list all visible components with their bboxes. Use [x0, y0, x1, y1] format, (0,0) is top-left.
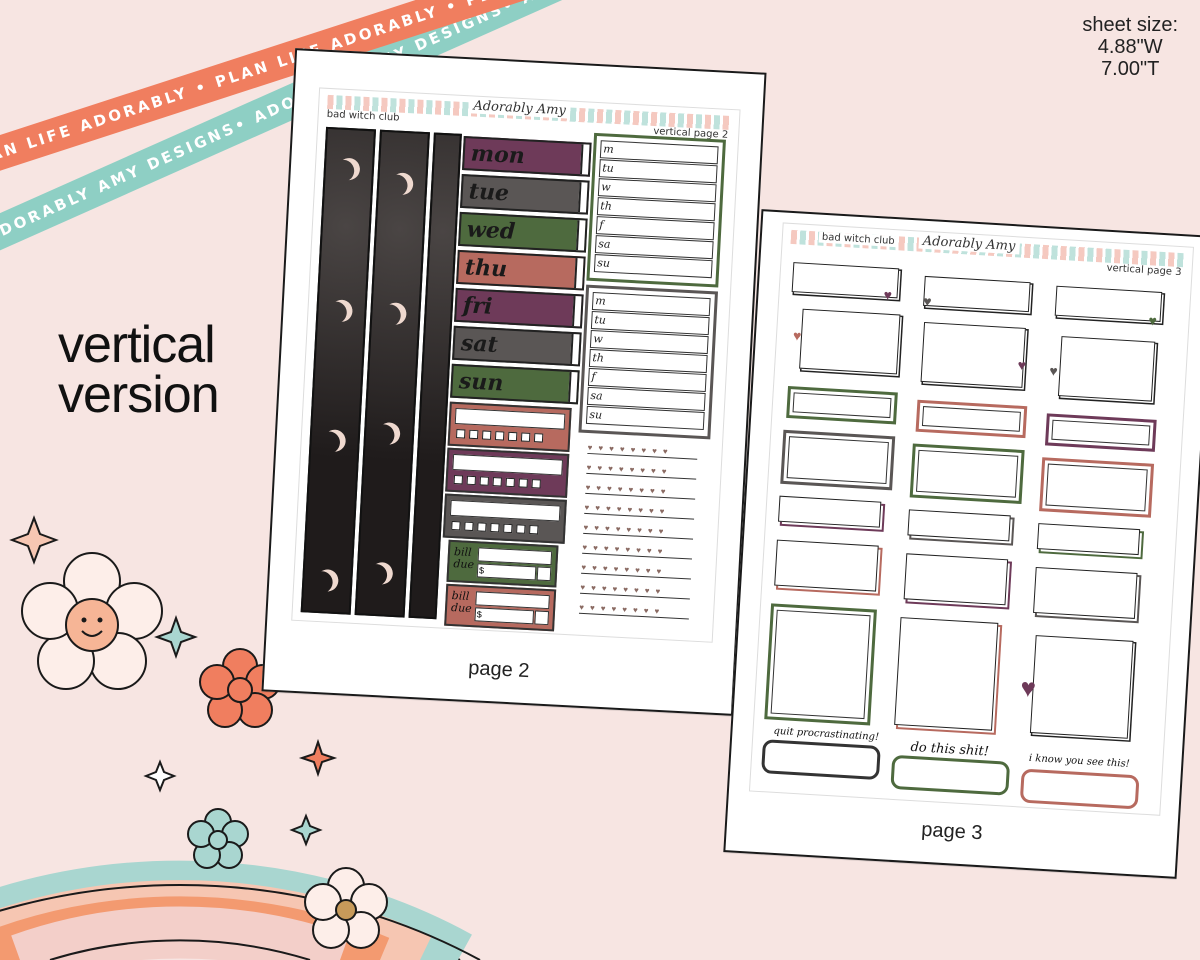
large-sketch-box-sticker [1029, 635, 1134, 739]
white-flower-icon [304, 867, 388, 949]
sketch-box-sticker [1054, 285, 1163, 322]
heart-row: ♥♥♥♥♥♥♥♥ [578, 602, 690, 620]
grid-frame-sticker [909, 443, 1025, 505]
sheet-height: 7.00"T [1101, 58, 1160, 80]
large-grid-frame-sticker [764, 603, 877, 726]
weekly-list-sticker: m tu w th f sa su [586, 132, 726, 288]
day-text: fri [462, 292, 494, 320]
moon-icon [314, 567, 341, 594]
moon-icon [388, 170, 415, 197]
heart-icon: ♥ [922, 292, 933, 310]
heart-icon: ♥ [1019, 672, 1037, 704]
sparkle-icon [154, 615, 198, 659]
day-label-sticker: wed [458, 211, 588, 253]
sticker-sheet-page-2: Adorably Amy bad witch club vertical pag… [291, 87, 741, 643]
offset-box-sticker [777, 495, 882, 528]
sheet-size-info: sheet size: 4.88"W 7.00"T [1082, 14, 1178, 80]
weekly-list-sticker: m tu w th f sa su [578, 284, 719, 440]
offset-box-sticker [1033, 566, 1138, 619]
bill-due-label: bill due [453, 545, 475, 572]
heart-icon: ♥ [1048, 362, 1059, 379]
dollar-sign: $ [476, 563, 537, 581]
heart-row: ♥♥♥♥♥♥♥♥ [587, 442, 698, 460]
moon-icon [328, 297, 355, 324]
grid-frame-sticker [1044, 413, 1157, 452]
day-text: wed [466, 216, 516, 245]
offset-box-sticker [1036, 523, 1141, 556]
sketch-box-sticker [1057, 336, 1156, 402]
heart-icon: ♥ [883, 286, 893, 303]
day-label-sticker: thu [456, 249, 586, 291]
offset-box-sticker [903, 553, 1009, 606]
day-label-sticker: tue [460, 173, 590, 215]
banner-i-know-you-see-this: i know you see this! [1028, 752, 1130, 770]
heart-row: ♥♥♥♥♥♥♥♥ [582, 542, 693, 560]
day-text: sun [458, 368, 504, 397]
grid-frame-sticker [786, 385, 898, 425]
bill-due-label: bill due [450, 589, 473, 616]
habit-tracker-sticker [442, 493, 567, 544]
sticker-sheet-page-3: Adorably Amy bad witch club vertical pag… [748, 222, 1195, 816]
grid-frame-sticker [915, 399, 1028, 439]
offset-box-sticker [907, 509, 1011, 542]
moon-icon [382, 300, 409, 327]
bill-due-sticker: bill due $ [444, 583, 557, 632]
offset-box-sticker [774, 539, 879, 592]
teal-flower-icon [187, 808, 249, 869]
moon-icon [375, 420, 402, 447]
bill-due-sticker: bill due $ [446, 539, 559, 588]
sketch-box-sticker [799, 308, 901, 375]
habit-tracker-sticker [447, 401, 572, 452]
heart-row: ♥♥♥♥♥♥♥♥ [584, 502, 695, 520]
sparkle-icon [289, 813, 323, 847]
pill-label-sticker [1019, 768, 1140, 810]
smiley-flower-icon [21, 552, 163, 690]
day-text: thu [464, 254, 508, 283]
day-text: tue [468, 178, 510, 207]
day-text: sat [460, 330, 499, 359]
version-line-1: vertical [58, 316, 216, 374]
grid-frame-sticker [780, 429, 896, 491]
pill-label-sticker [890, 754, 1011, 796]
pill-label-sticker [761, 739, 881, 781]
grid-frame-sticker [1039, 457, 1155, 518]
sticker-sheet-card-page-3[interactable]: Adorably Amy bad witch club vertical pag… [723, 209, 1200, 879]
heart-row: ♥♥♥♥♥♥♥♥ [581, 562, 692, 580]
day-label-sticker: mon [462, 136, 592, 177]
day-label-sticker: sat [452, 325, 582, 367]
sheet-size-label: sheet size: [1082, 14, 1178, 36]
sticker-sheet-card-page-2[interactable]: Adorably Amy bad witch club vertical pag… [261, 48, 767, 716]
heart-icon: ♥ [792, 327, 802, 344]
heart-row: ♥♥♥♥♥♥♥♥ [586, 462, 697, 480]
page-caption: page 3 [920, 818, 984, 845]
dollar-sign: $ [474, 607, 535, 625]
sparkle-icon [9, 515, 59, 565]
sheet-width: 4.88"W [1097, 36, 1163, 58]
large-offset-box-sticker [894, 617, 999, 731]
heart-row: ♥♥♥♥♥♥♥♥ [585, 482, 696, 500]
day-label-sticker: fri [454, 287, 584, 329]
sketch-box-sticker [920, 321, 1026, 388]
heart-icon: ♥ [1017, 356, 1027, 374]
moon-icon [321, 427, 348, 454]
moon-icon [335, 155, 362, 182]
moon-icon [368, 560, 395, 587]
version-line-2: version [58, 366, 220, 424]
day-label-sticker: sun [450, 363, 580, 405]
heart-row: ♥♥♥♥♥♥♥♥ [583, 522, 694, 540]
sparkle-icon [298, 738, 338, 778]
habit-tracker-sticker [445, 447, 570, 498]
sparkle-icon [143, 759, 177, 793]
heart-row: ♥♥♥♥♥♥♥♥ [580, 582, 691, 600]
page-caption: page 2 [467, 657, 531, 683]
version-title: vertical version [58, 316, 220, 424]
heart-icon: ♥ [1148, 312, 1158, 329]
sketch-box-sticker [923, 275, 1031, 313]
day-text: mon [470, 140, 526, 170]
